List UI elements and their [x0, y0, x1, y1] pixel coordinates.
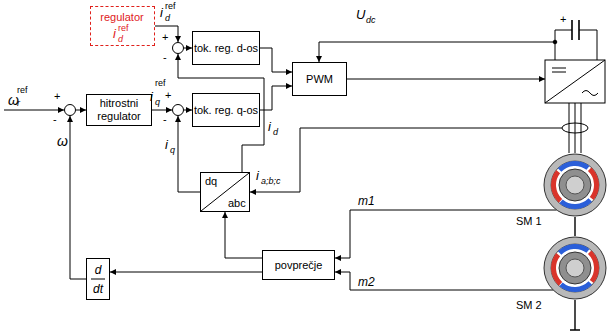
averaging-box: povprečje [262, 250, 335, 280]
signal-name: i [268, 120, 271, 133]
signal-connector [184, 110, 192, 111]
controller-box: tok. reg. q-os [192, 93, 260, 127]
node-text: regulator [91, 12, 153, 23]
node-text: - [163, 52, 167, 63]
node-text: hitrostni regulator [87, 97, 151, 122]
node-text: - [53, 114, 57, 125]
sum-junction: +- [64, 104, 76, 116]
current-feedback-wire [250, 128, 562, 192]
rotor-hub [566, 259, 584, 277]
rotor-hub [566, 176, 584, 194]
node-text: SM 2 [516, 300, 542, 311]
rotor [559, 169, 591, 201]
signal-connector [184, 48, 192, 49]
signal-subscript: a;b;c [261, 177, 281, 186]
pwm-box: PWM [292, 62, 347, 96]
controller-box: hitrostni regulator [86, 94, 152, 126]
signal-connector [335, 272, 553, 290]
transform-box: dqabc [200, 172, 250, 212]
stator [544, 154, 606, 216]
signal-connector [155, 26, 178, 42]
signal-name: i [160, 6, 163, 19]
signal-subscript: q [170, 146, 175, 155]
phase-cables [569, 103, 581, 153]
signal-connector [152, 110, 172, 111]
signal-connector [260, 86, 292, 110]
synchronous-motor: SM 2 [543, 236, 607, 300]
air-gap [551, 244, 599, 292]
motor-outline [543, 236, 607, 300]
inverter-diagonal [545, 60, 605, 103]
node-text: + [165, 90, 171, 101]
node-text: abc [228, 198, 246, 209]
node-text: tok. reg. d-os [194, 42, 258, 55]
ac-symbol [582, 91, 598, 96]
capacitor-symbol [572, 20, 579, 40]
signal-name: i [256, 169, 259, 182]
signal-connector [70, 116, 86, 279]
edge-label: m1 [358, 195, 375, 207]
sum-junction: +- [172, 42, 184, 54]
rotor [559, 252, 591, 284]
signal-name: ω [57, 134, 68, 148]
node-text: d [87, 264, 109, 276]
signal-superscript: ref [155, 79, 166, 88]
node-text: d [118, 35, 123, 44]
stator [544, 237, 606, 299]
node-text: povprečje [275, 259, 323, 272]
signal-subscript: q [155, 98, 160, 107]
node-text: + [162, 32, 168, 43]
signal-connector [225, 212, 262, 258]
node-text: - [163, 114, 167, 125]
signal-superscript: ref [17, 86, 28, 95]
signal-superscript: ref [165, 2, 176, 11]
signal-connector [335, 210, 557, 258]
motor-outline [543, 153, 607, 217]
node-text: ref [118, 24, 129, 33]
speed-reference-wire [4, 110, 64, 111]
node-text: tok. reg. q-os [194, 104, 258, 117]
dc-link-wire [555, 30, 597, 60]
inverter-box [545, 60, 605, 103]
signal-connector [76, 110, 86, 111]
polarity-sign: + [560, 14, 566, 25]
node-text: + [54, 91, 60, 102]
current-sensor [562, 123, 588, 133]
dc-voltage-wire [319, 42, 555, 62]
controller-box: tok. reg. d-os [192, 31, 260, 65]
derivative-box: d dt [86, 258, 110, 300]
signal-connector [110, 272, 262, 273]
sum-junction: +- [172, 104, 184, 116]
node-text: SM 1 [516, 216, 542, 227]
edge-label: m2 [358, 276, 375, 288]
signal-subscript: dc [366, 16, 376, 25]
pwm-signal-wire [347, 79, 545, 80]
signal-subscript: r [17, 99, 20, 108]
synchronous-motor: SM 1 [543, 153, 607, 217]
signal-name: i [165, 138, 168, 151]
signal-subscript: d [273, 128, 278, 137]
signal-connector [178, 116, 200, 192]
node-text: PWM [306, 73, 333, 86]
signal-name: i [150, 90, 153, 103]
signal-connector [260, 48, 292, 72]
signal-connector [178, 54, 264, 172]
node-text: dt [87, 283, 109, 295]
signal-subscript: d [165, 14, 170, 23]
node-text: dq [205, 176, 217, 187]
dc-symbol [552, 68, 566, 72]
regulator-box: regulator id ref [90, 6, 155, 46]
air-gap [551, 161, 599, 209]
signal-name: U [356, 8, 365, 21]
node-text: i [113, 27, 116, 40]
